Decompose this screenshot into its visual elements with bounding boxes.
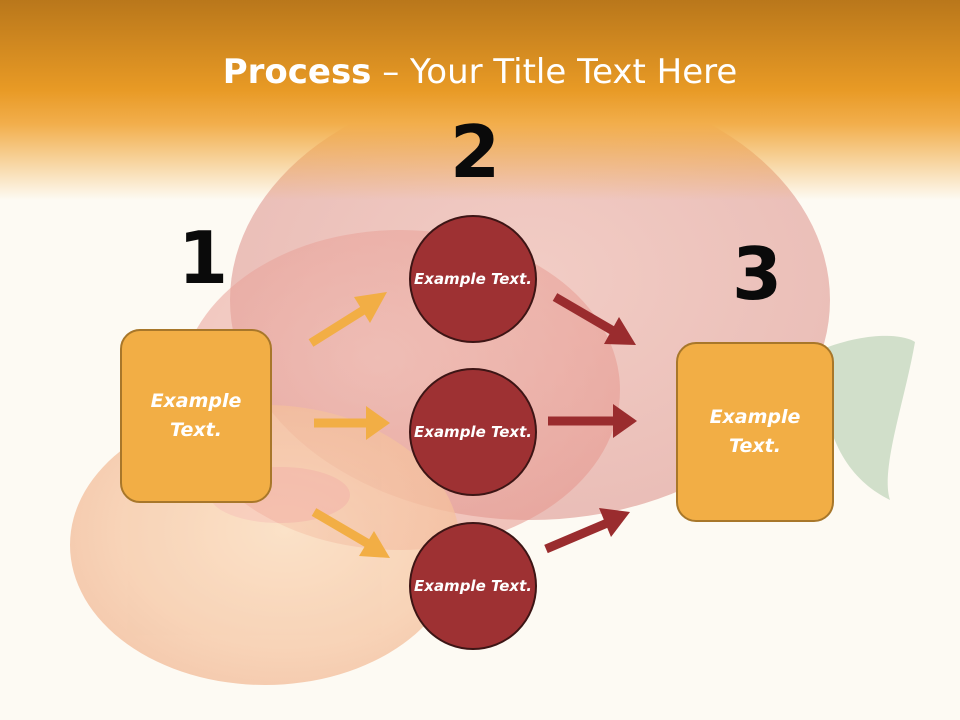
arrow-left-straight xyxy=(314,406,390,440)
header-band xyxy=(0,0,960,200)
step-number-2: 2 xyxy=(450,110,501,194)
left-box-label: Example Text. xyxy=(150,390,242,441)
step-number-1: 1 xyxy=(178,216,229,300)
page-title: Process – Your Title Text Here xyxy=(0,52,960,92)
circle-top: Example Text. xyxy=(409,215,537,343)
step-number-3: 3 xyxy=(732,232,783,316)
right-box-label: Example Text. xyxy=(709,406,801,457)
circle-bottom: Example Text. xyxy=(409,522,537,650)
arrow-right-down xyxy=(552,293,636,345)
title-rest: – Your Title Text Here xyxy=(371,52,738,92)
leaf xyxy=(820,335,915,500)
title-bold: Process xyxy=(222,52,372,92)
arrow-left-up xyxy=(308,292,387,347)
left-box: Example Text. xyxy=(120,329,272,503)
circle-middle: Example Text. xyxy=(409,368,537,496)
arrow-right-up xyxy=(544,508,630,554)
right-box: Example Text. xyxy=(676,342,834,522)
circle-top-label: Example Text. xyxy=(414,269,532,288)
arrow-right-straight xyxy=(548,404,637,438)
arrow-left-down xyxy=(311,508,390,558)
circle-middle-label: Example Text. xyxy=(414,422,532,441)
circle-bottom-label: Example Text. xyxy=(414,576,532,595)
